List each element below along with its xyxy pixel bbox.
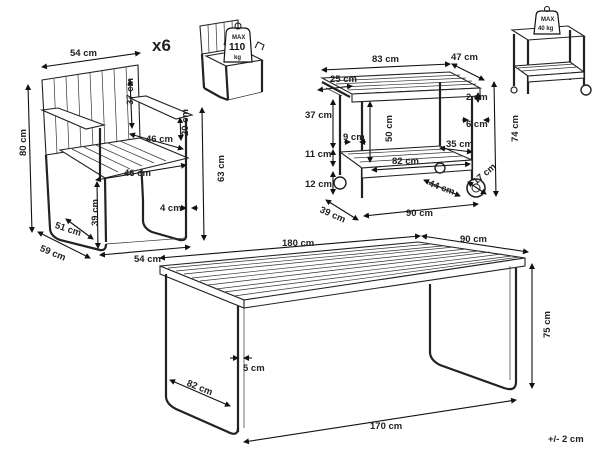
trolley-badge-value: 40 kg bbox=[538, 26, 554, 32]
trolley-rail-side-label: 6 cm bbox=[466, 119, 488, 130]
trolley-upper-gap-label: 37 cm bbox=[305, 110, 332, 121]
chair-weight-badge: MAX 110 kg bbox=[223, 22, 253, 63]
table-dimensions: 180 cm 90 cm 75 cm 5 cm 82 cm 170 cm bbox=[159, 233, 553, 445]
trolley-height-50-label: 50 cm bbox=[384, 115, 395, 142]
trolley-width-label: 47 cm bbox=[451, 52, 478, 63]
table-length-label: 180 cm bbox=[282, 238, 314, 249]
trolley-total-height-label: 74 cm bbox=[510, 115, 521, 142]
chair-seat-inner-depth-label: 51 cm bbox=[53, 220, 82, 239]
tolerance-note: +/- 2 cm bbox=[548, 434, 584, 445]
trolley-wheel-size-label: 17 cm bbox=[471, 161, 499, 187]
table-drawing bbox=[159, 241, 526, 435]
table-height-label: 75 cm bbox=[542, 311, 553, 338]
trolley-shelf-width-label: 35 cm bbox=[446, 139, 473, 150]
chair-badge-unit: kg bbox=[234, 55, 241, 61]
trolley-length-label: 83 cm bbox=[372, 54, 399, 65]
trolley-rail-top-label: 2 cm bbox=[466, 92, 488, 103]
chair-depth-label: 59 cm bbox=[38, 243, 67, 263]
chair-armrest-height-label: 63 cm bbox=[216, 155, 227, 182]
chair-width-label: 54 cm bbox=[70, 48, 97, 59]
table-width-label: 90 cm bbox=[460, 234, 487, 245]
chair-frame-width-label: 4 cm bbox=[160, 203, 182, 214]
trolley-lower-gap-label: 11 cm bbox=[305, 149, 331, 160]
trolley-side-width-label: 44 cm bbox=[427, 178, 456, 198]
chair-base-width-label: 54 cm bbox=[134, 254, 161, 265]
trolley-shelf-length-label: 82 cm bbox=[392, 156, 419, 167]
trolley-badge-max: MAX bbox=[541, 17, 554, 23]
table-base-length-label: 170 cm bbox=[370, 421, 402, 432]
quantity-label: x6 bbox=[152, 36, 171, 55]
chair-height-label: 80 cm bbox=[18, 129, 29, 156]
chair-badge-value: 110 bbox=[229, 42, 246, 53]
chair-arm-height-label: 20 cm bbox=[180, 109, 191, 136]
trolley-depth-label: 39 cm bbox=[318, 205, 347, 226]
chair-seat-depth-label: 46 cm bbox=[124, 168, 151, 179]
table-leg-inset-label: 5 cm bbox=[243, 363, 265, 374]
chair-back-height-label: 37 cm bbox=[125, 78, 136, 105]
trolley-shelf-gap-label: 9 cm bbox=[343, 132, 365, 143]
trolley-thumbnail bbox=[510, 25, 592, 96]
chair-arm-depth-label: 46 cm bbox=[146, 134, 173, 145]
trolley-base-length-label: 90 cm bbox=[406, 208, 433, 219]
chair-seat-height-label: 39 cm bbox=[90, 199, 101, 226]
trolley-weight-badge: MAX 40 kg bbox=[533, 6, 561, 35]
trolley-wheel-height-label: 12 cm bbox=[305, 179, 332, 190]
trolley-handle-label: 25 cm bbox=[330, 74, 357, 85]
chair-badge-max: MAX bbox=[232, 35, 245, 41]
table-leg-width-label: 82 cm bbox=[185, 378, 214, 398]
